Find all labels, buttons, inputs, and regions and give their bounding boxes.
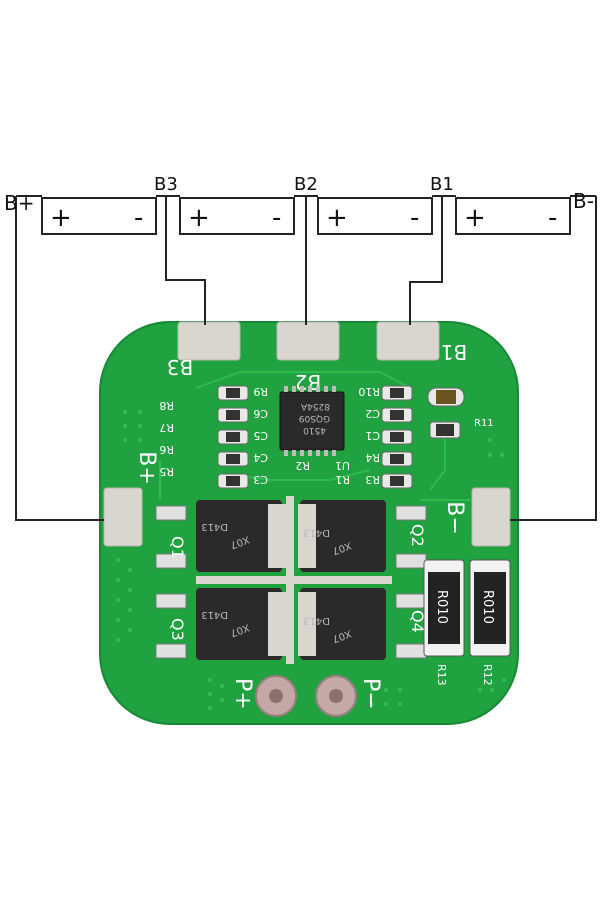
silk-r5: R5	[159, 465, 174, 478]
ic-marking-2: GQS09	[299, 413, 330, 423]
silk-r9: R9	[253, 385, 268, 398]
wires	[15, 195, 597, 521]
r13-marking: R010	[434, 590, 449, 624]
q4-marking-1: D413	[303, 615, 330, 626]
label-b2: B2	[294, 174, 318, 195]
silk-right-refs: R10 C2 C1 R4 R3 R2 U1 R1	[295, 385, 380, 486]
mosfet-q4: D413 X07	[298, 588, 427, 660]
q2-marking-1: D413	[303, 527, 330, 538]
silk-r3: R3	[365, 473, 380, 486]
silk-c6: C6	[253, 407, 268, 420]
silk-u1: U1	[335, 459, 350, 472]
pad-b3	[177, 321, 241, 361]
silk-c5: C5	[253, 429, 268, 442]
cell-2: + -	[179, 197, 295, 235]
silk-r10: R10	[358, 385, 380, 398]
silk-q2: Q2	[408, 524, 427, 547]
ic-marking-1: 8254A	[300, 401, 330, 411]
silk-c4: C4	[253, 451, 268, 464]
silk-b-minus: B−	[442, 501, 467, 535]
silk-r1: R1	[335, 473, 350, 486]
silk-b-plus: B+	[134, 451, 159, 485]
pad-b1	[376, 321, 440, 361]
ic-marking-3: 4510	[303, 425, 326, 435]
cell-2-plus: +	[188, 203, 210, 233]
silk-r12: R12	[481, 664, 494, 686]
silk-r7: R7	[159, 421, 174, 434]
silk-c1: C1	[365, 429, 380, 442]
cell-3: + -	[317, 197, 433, 235]
smd-top-right	[427, 387, 465, 439]
via-field	[116, 410, 506, 710]
q1-marking-1: D413	[201, 521, 228, 532]
cell-2-minus: -	[272, 203, 281, 233]
silk-p-minus: P−	[358, 678, 383, 710]
silk-r8: R8	[159, 399, 174, 412]
pcb-board: B3 B2 B1 B+ B− R11 R8 R7 R6	[99, 321, 519, 725]
pad-b2	[276, 321, 340, 361]
silk-q3: Q3	[168, 618, 187, 641]
mosfet-group: D413 X07 D413 X07 D413 X07 D4	[155, 496, 427, 664]
label-b1: B1	[430, 174, 454, 195]
silk-c2: C2	[365, 407, 380, 420]
silk-b3: B3	[167, 355, 193, 379]
wire-b-minus	[510, 196, 597, 521]
silk-r4: R4	[365, 451, 380, 464]
label-b-plus: B+	[4, 191, 34, 215]
silk-q4: Q4	[408, 610, 427, 633]
silk-r11: R11	[474, 418, 494, 429]
smd-left-column	[217, 385, 249, 489]
cell-3-minus: -	[410, 203, 419, 233]
mosfet-q2: D413 X07	[298, 500, 427, 572]
output-pad-p-plus	[255, 675, 297, 717]
silk-r13: R13	[435, 664, 448, 686]
label-b3: B3	[154, 174, 178, 195]
cell-4: + -	[455, 197, 571, 235]
battery-cells: + - + - + - + -	[41, 197, 571, 235]
wire-b3	[165, 196, 206, 325]
output-pad-p-minus	[315, 675, 357, 717]
mosfet-q3: D413 X07	[155, 588, 286, 660]
silk-p-plus: P+	[230, 678, 255, 710]
silk-r6: R6	[159, 443, 174, 456]
cell-1-minus: -	[134, 203, 143, 233]
shunt-r13: R010	[423, 559, 465, 657]
q3-marking-1: D413	[201, 609, 228, 620]
cell-1-plus: +	[50, 203, 72, 233]
label-b-minus: B-	[573, 189, 594, 213]
cell-4-minus: -	[548, 203, 557, 233]
silk-c3: C3	[253, 473, 268, 486]
cell-1: + -	[41, 197, 157, 235]
silk-q1: Q1	[168, 536, 187, 559]
smd-right-column	[381, 385, 413, 489]
protection-ic: 8254A GQS09 4510	[279, 386, 345, 456]
shunt-r12: R010	[469, 559, 511, 657]
r12-marking: R010	[480, 590, 495, 624]
pad-b-minus	[471, 487, 511, 547]
silk-left-refs: R8 R7 R6 R5 R9 C6 C5 C4 C3	[159, 385, 268, 486]
cell-4-plus: +	[464, 203, 486, 233]
silk-r2: R2	[295, 459, 310, 472]
wire-b-plus	[15, 196, 104, 521]
silk-b1: B1	[441, 340, 467, 364]
mosfet-q1: D413 X07	[155, 500, 286, 572]
wire-b1	[409, 196, 443, 325]
pad-b-plus	[103, 487, 143, 547]
cell-3-plus: +	[326, 203, 348, 233]
